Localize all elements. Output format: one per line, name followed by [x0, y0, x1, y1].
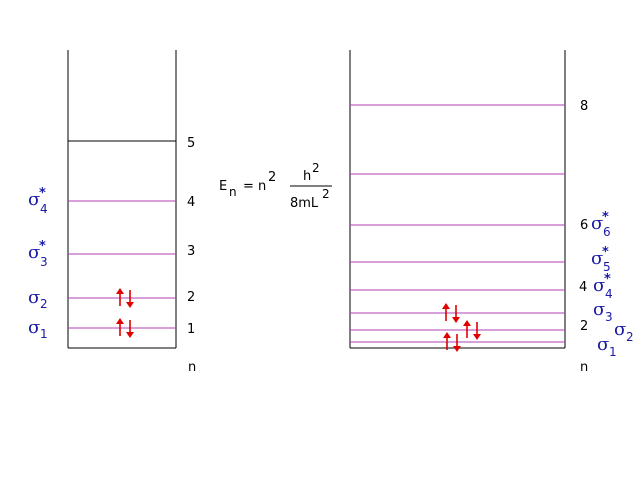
spin-up-arrow-icon	[463, 320, 471, 338]
spin-down-arrow-icon	[473, 322, 481, 340]
sigma-symbol: σ	[28, 287, 40, 308]
equation-lhs-subscript: n	[229, 185, 237, 199]
equation-lhs: E	[219, 179, 227, 194]
spin-down-arrow-icon	[453, 334, 461, 352]
sigma-symbol: σ	[591, 213, 603, 234]
right-n-label-2: 2	[580, 319, 588, 334]
spin-up-arrow-icon	[443, 332, 451, 350]
right-n-label-6: 6	[580, 218, 588, 233]
energy-equation: E n = n 2 h 2 8mL 2	[219, 161, 332, 211]
sigma-subscript: 2	[626, 330, 634, 344]
right-orbital-label-sigma4-star: σ * 4	[593, 272, 613, 301]
left-n-label-3: 3	[187, 244, 195, 259]
left-orbital-label-sigma3-star: σ * 3	[28, 239, 48, 269]
left-n-label-2: 2	[187, 290, 195, 305]
star-icon: *	[39, 239, 46, 254]
left-n-label-1: 1	[187, 322, 195, 337]
right-orbital-label-sigma1: σ 1	[597, 334, 617, 359]
sigma-symbol: σ	[593, 275, 605, 296]
left-orbital-label-sigma1: σ 1	[28, 317, 48, 341]
right-electron-pair-level3	[442, 303, 460, 323]
spin-down-arrow-icon	[126, 320, 134, 338]
left-electron-pair-level1	[116, 318, 134, 338]
left-electron-pair-level2	[116, 288, 134, 308]
sigma-symbol: σ	[28, 242, 40, 263]
sigma-symbol: σ	[597, 334, 609, 355]
star-icon: *	[602, 245, 609, 260]
star-icon: *	[602, 210, 609, 225]
right-n-label-4: 4	[579, 280, 587, 295]
star-icon: *	[604, 272, 611, 287]
right-n-label-8: 8	[580, 99, 588, 114]
right-electron-pair-level2	[463, 320, 481, 340]
sigma-symbol: σ	[614, 319, 626, 340]
sigma-subscript: 6	[603, 225, 611, 239]
sigma-subscript: 1	[40, 327, 48, 341]
right-orbital-label-sigma6-star: σ * 6	[591, 210, 611, 239]
equation-n-exponent: 2	[268, 170, 276, 185]
sigma-subscript: 4	[40, 202, 48, 216]
left-n-label-5: 5	[187, 136, 195, 151]
right-orbital-label-sigma5-star: σ * 5	[591, 245, 611, 274]
left-orbital-label-sigma2: σ 2	[28, 287, 48, 311]
spin-down-arrow-icon	[126, 290, 134, 308]
sigma-subscript: 5	[603, 260, 611, 274]
left-energy-box: 1 2 3 4 5 n σ 1 σ 2 σ * 3 σ * 4	[28, 50, 196, 375]
equation-equals: =	[243, 179, 254, 194]
spin-down-arrow-icon	[452, 305, 460, 323]
right-electron-pair-level1	[443, 332, 461, 352]
left-axis-label: n	[188, 360, 196, 375]
left-n-label-4: 4	[187, 195, 195, 210]
right-orbital-label-sigma2: σ 2	[614, 319, 634, 344]
spin-up-arrow-icon	[116, 288, 124, 306]
spin-up-arrow-icon	[116, 318, 124, 336]
right-axis-label: n	[580, 360, 588, 375]
equation-denominator: 8mL	[290, 196, 319, 211]
equation-n: n	[258, 179, 266, 194]
sigma-symbol: σ	[28, 317, 40, 338]
equation-numerator: h	[303, 169, 311, 184]
sigma-symbol: σ	[593, 299, 605, 320]
sigma-symbol: σ	[591, 248, 603, 269]
right-orbital-label-sigma3: σ 3	[593, 299, 613, 324]
sigma-subscript: 2	[40, 297, 48, 311]
star-icon: *	[39, 186, 46, 201]
equation-numerator-exponent: 2	[312, 161, 320, 175]
left-orbital-label-sigma4-star: σ * 4	[28, 186, 48, 216]
right-energy-box: 8 6 4 2 n σ * 6 σ * 5 σ * 4 σ 3 σ 2 σ	[349, 50, 634, 375]
equation-denominator-exponent: 2	[322, 187, 330, 201]
spin-up-arrow-icon	[442, 303, 450, 321]
sigma-subscript: 4	[605, 287, 613, 301]
sigma-subscript: 1	[609, 345, 617, 359]
sigma-symbol: σ	[28, 189, 40, 210]
sigma-subscript: 3	[605, 310, 613, 324]
sigma-subscript: 3	[40, 255, 48, 269]
